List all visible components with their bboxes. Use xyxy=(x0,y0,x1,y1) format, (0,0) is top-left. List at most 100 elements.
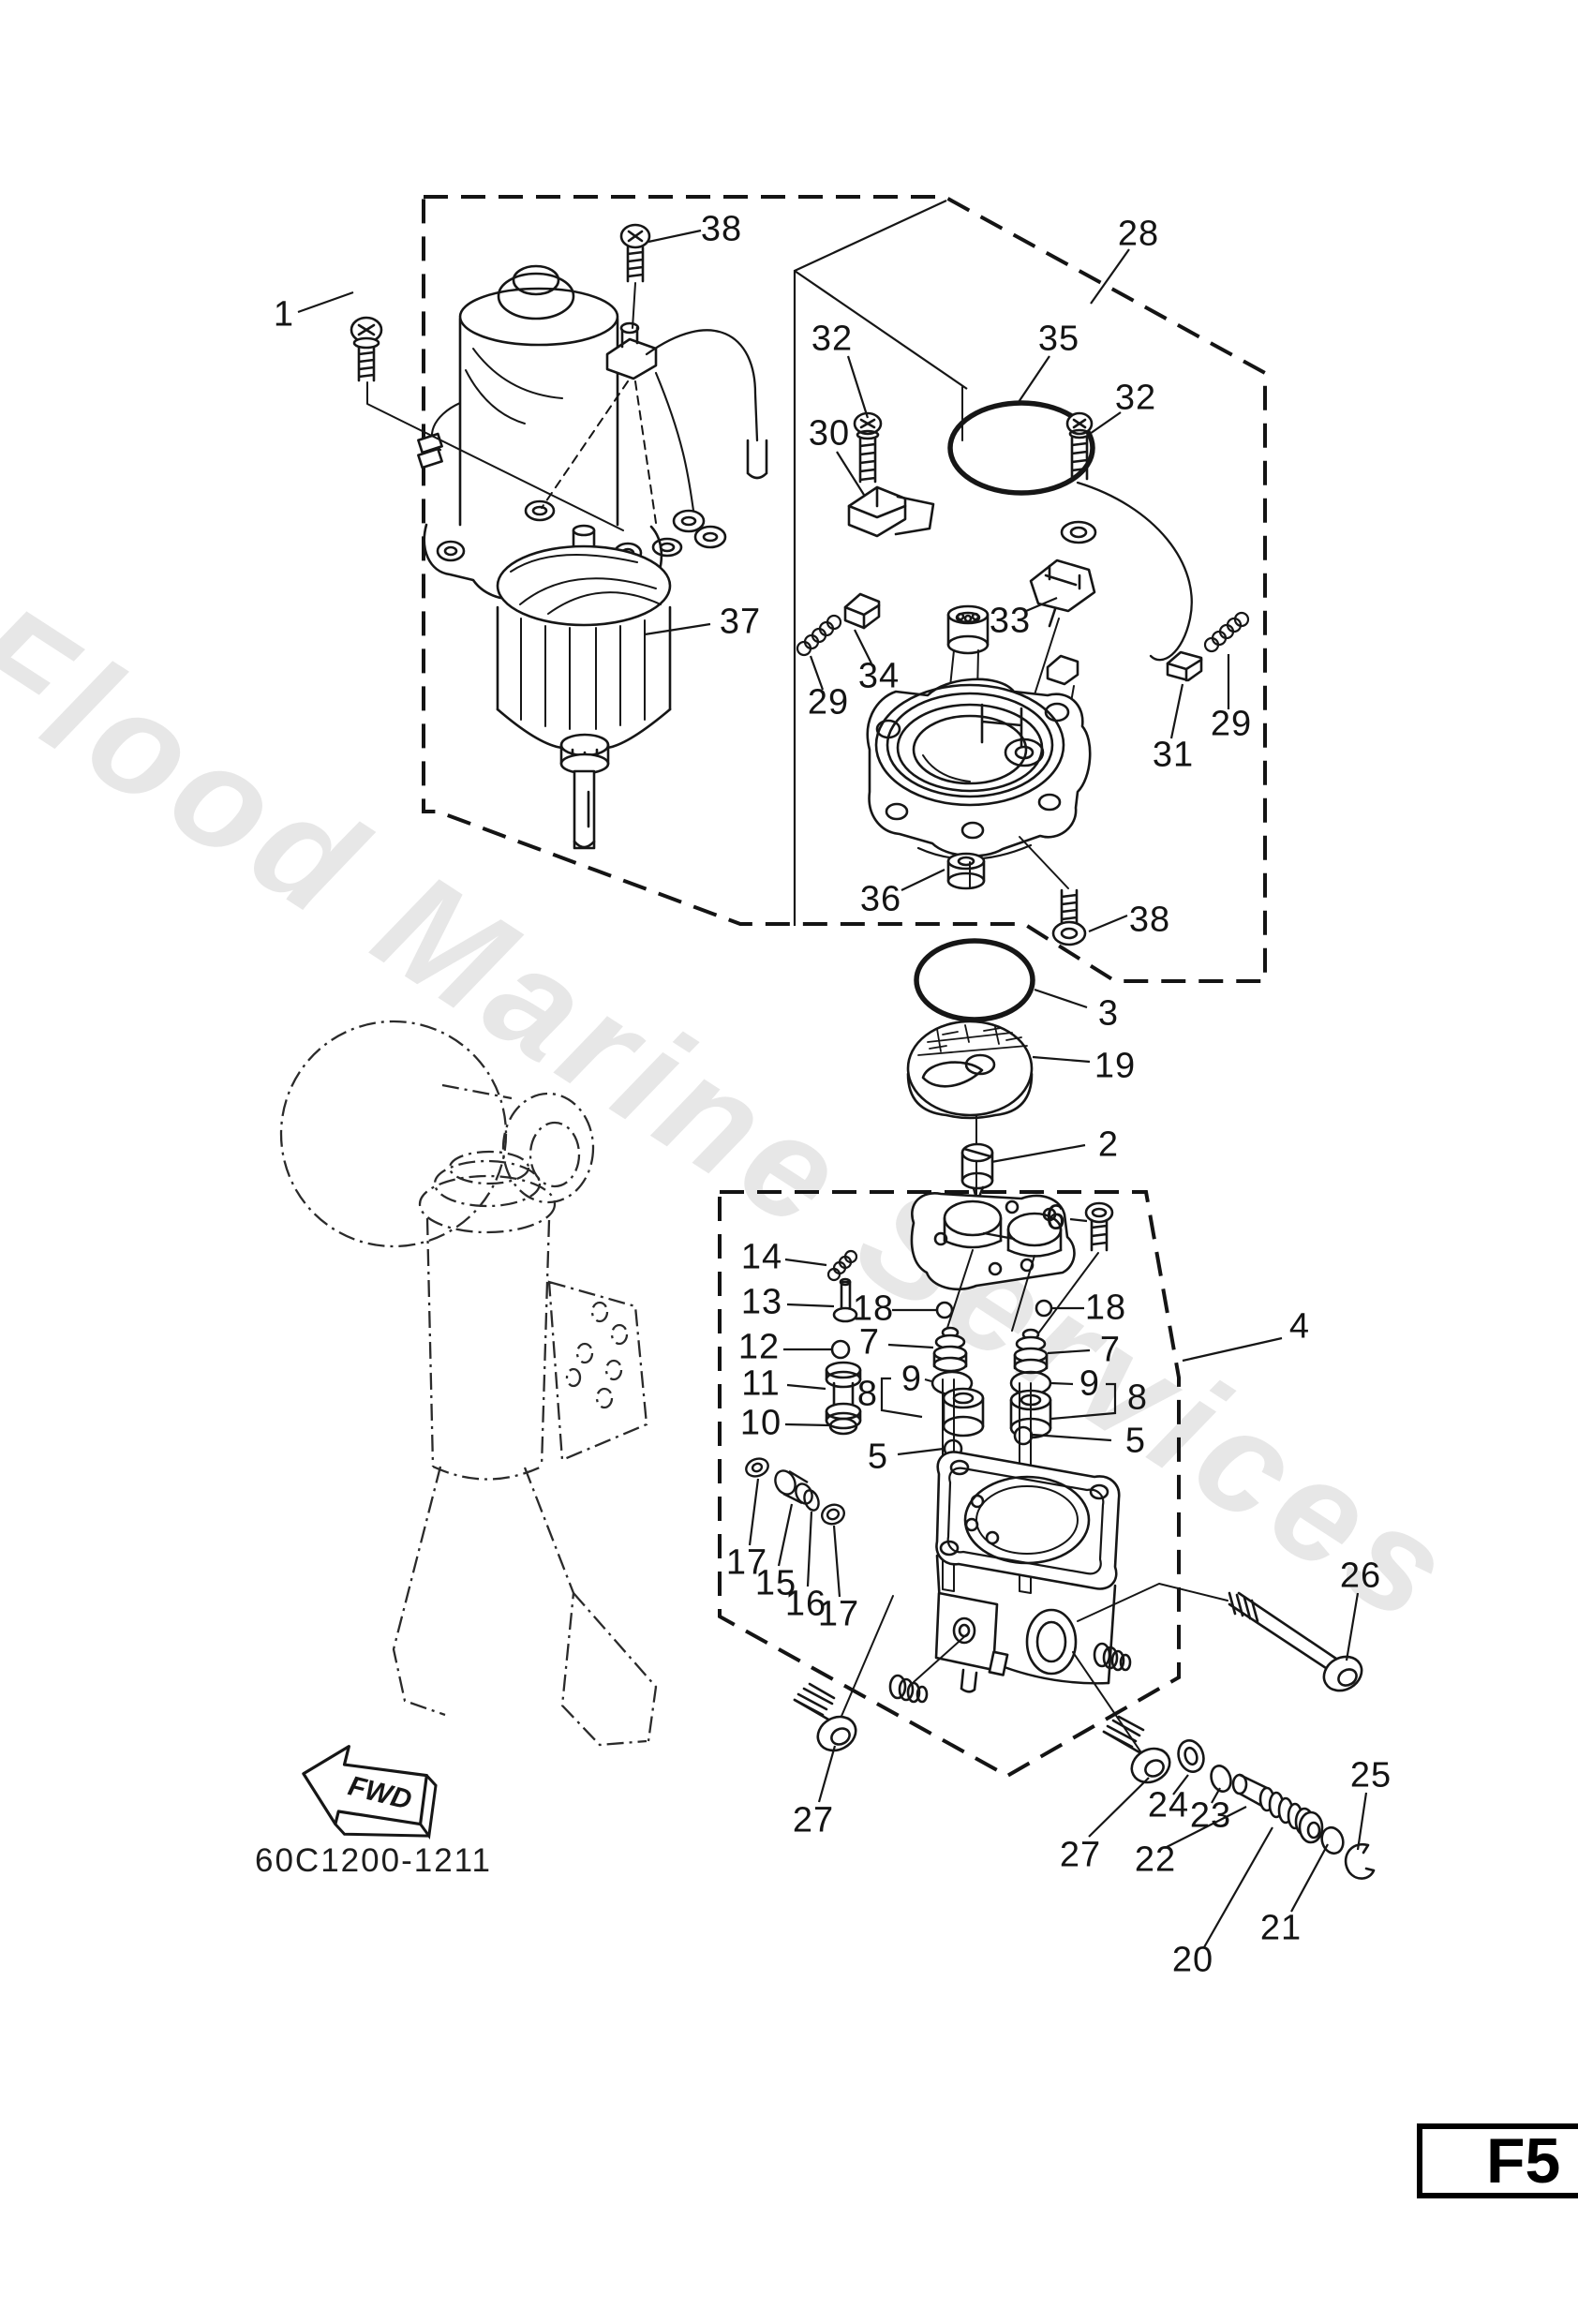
callout-26: 26 xyxy=(1339,1556,1382,1596)
gear-housing-outline xyxy=(279,1020,508,1248)
callout-25: 25 xyxy=(1349,1755,1392,1795)
callout-7-right: 7 xyxy=(1099,1330,1122,1370)
brush-holder-33 xyxy=(1029,559,1096,628)
valve-body-group-box xyxy=(718,1190,1181,1779)
o-ring-3 xyxy=(914,938,1035,1022)
callout-27-right: 27 xyxy=(1059,1835,1102,1875)
dashed-group-boxes xyxy=(422,195,1267,1779)
callout-9-right: 9 xyxy=(1079,1363,1101,1404)
callout-17-a: 17 xyxy=(725,1542,768,1583)
page-ref-label: F5 xyxy=(1486,2125,1561,2197)
callout-11: 11 xyxy=(741,1363,781,1404)
screw-32-left xyxy=(853,411,883,484)
callout-22: 22 xyxy=(1134,1840,1177,1880)
screw-38-top xyxy=(619,223,651,283)
callout-8-right: 8 xyxy=(1126,1378,1149,1418)
callout-21: 21 xyxy=(1259,1908,1303,1948)
grommet-36 xyxy=(946,852,986,890)
mount-bracket-outline xyxy=(547,1280,648,1462)
terminal-block xyxy=(605,321,658,380)
screw-1 xyxy=(350,316,383,382)
callout-37: 37 xyxy=(719,602,762,642)
callout-38-lower: 38 xyxy=(1128,900,1171,940)
bolt-26 xyxy=(1077,1583,1363,1692)
callout-15: 15 xyxy=(754,1563,797,1603)
callout-7-left: 7 xyxy=(858,1322,881,1363)
lead-bracket-30 xyxy=(847,485,935,538)
bolt-6 xyxy=(1084,1201,1114,1252)
callout-20: 20 xyxy=(1171,1940,1214,1980)
callout-33: 33 xyxy=(989,601,1032,641)
motor-can xyxy=(458,264,619,527)
callout-28: 28 xyxy=(1117,214,1160,254)
callout-14: 14 xyxy=(740,1237,783,1277)
callout-18-right: 18 xyxy=(1084,1288,1127,1328)
callout-32-left: 32 xyxy=(811,319,854,359)
armature-37 xyxy=(496,524,672,850)
o-ring-21 xyxy=(1320,1825,1345,1855)
nut-17 xyxy=(821,1503,845,1526)
reservoir-body xyxy=(934,1451,1121,1693)
callout-32-right: 32 xyxy=(1114,378,1157,418)
middle-stack xyxy=(906,938,1035,1247)
callout-34: 34 xyxy=(857,656,901,696)
callout-36: 36 xyxy=(859,879,902,919)
leader-lines xyxy=(297,229,1368,1948)
spool-11 xyxy=(825,1361,862,1430)
spring-29-right xyxy=(1203,611,1250,653)
callout-10: 10 xyxy=(739,1403,782,1443)
brush-31 xyxy=(1046,650,1203,686)
pump-group-28 xyxy=(796,386,1250,946)
bolt-27-right xyxy=(1102,1715,1171,1784)
callout-29-right: 29 xyxy=(1210,704,1253,744)
valve-seat-plug-left xyxy=(888,1674,929,1704)
valve-seat-plug-right xyxy=(1093,1642,1132,1672)
ball-18-right xyxy=(1035,1299,1053,1318)
spring-29-left xyxy=(796,614,842,657)
motor-pump-group-box xyxy=(422,195,1267,983)
circlip-25 xyxy=(1344,1842,1376,1880)
callout-9-left: 9 xyxy=(901,1359,923,1399)
fwd-arrow: FWD xyxy=(302,1745,438,1840)
bolt-27-left xyxy=(793,1682,857,1752)
callout-29-left: 29 xyxy=(807,682,850,723)
callout-6: 6 xyxy=(1045,1198,1067,1238)
tilt-unit-phantom xyxy=(279,1020,658,1747)
o-ring-35 xyxy=(947,400,1095,496)
callout-17-b: 17 xyxy=(817,1594,860,1634)
callout-2: 2 xyxy=(1097,1125,1120,1165)
spring-14 xyxy=(826,1249,858,1282)
o-ring-10 xyxy=(828,1417,858,1436)
callout-27-left: 27 xyxy=(792,1800,835,1840)
motor-group xyxy=(350,223,768,850)
screw-32-right xyxy=(1060,411,1097,544)
callout-31: 31 xyxy=(1152,735,1195,775)
callout-19: 19 xyxy=(1094,1046,1137,1086)
screw-path-lines xyxy=(366,282,657,531)
callout-13: 13 xyxy=(740,1282,783,1322)
callout-1: 1 xyxy=(273,294,295,335)
brush-34 xyxy=(843,592,881,630)
drawing-code: 60C1200-1211 xyxy=(255,1842,492,1879)
callout-5-right: 5 xyxy=(1124,1421,1147,1461)
page-ref-box: F5 xyxy=(1417,2123,1578,2198)
washer-24 xyxy=(1177,1739,1205,1773)
callout-38-top: 38 xyxy=(700,209,743,249)
connector-20 xyxy=(1231,1773,1324,1844)
callout-18-left: 18 xyxy=(852,1289,895,1329)
valve-body-group xyxy=(793,1192,1376,1880)
screw-38-lower xyxy=(1051,888,1087,946)
bearing xyxy=(946,604,990,655)
pump-compartment-boundary xyxy=(793,200,968,926)
pump-body xyxy=(866,678,1092,860)
o-ring-23 xyxy=(1210,1765,1232,1793)
valve-cap-7-right xyxy=(1013,1328,1049,1375)
callout-8-left: 8 xyxy=(856,1374,879,1414)
callout-30: 30 xyxy=(808,413,851,454)
ball-18-left xyxy=(935,1301,954,1319)
cylinder-port-outline xyxy=(501,1092,595,1204)
callout-12: 12 xyxy=(737,1327,781,1367)
